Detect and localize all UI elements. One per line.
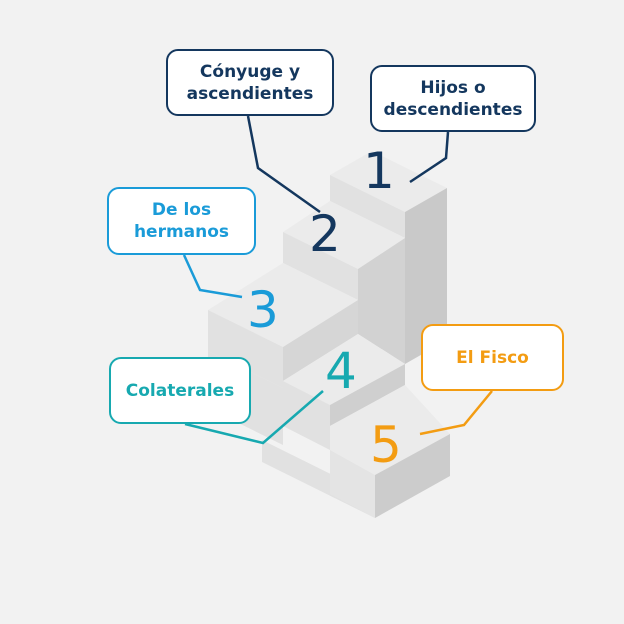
step-number-1: 1 bbox=[363, 142, 395, 200]
step-number-4: 4 bbox=[325, 342, 357, 400]
step-number-5: 5 bbox=[370, 416, 402, 474]
leader-line-3 bbox=[182, 254, 243, 299]
leader-line-5 bbox=[419, 390, 493, 436]
leader-line-2 bbox=[246, 115, 321, 214]
stair-side-wall bbox=[405, 188, 447, 364]
step-4-top bbox=[283, 334, 405, 405]
step-4-side bbox=[330, 364, 405, 426]
step-5-front-face bbox=[330, 450, 375, 518]
leader-line-4 bbox=[184, 390, 324, 445]
step-3-side bbox=[283, 300, 358, 381]
step-2-top bbox=[283, 201, 405, 269]
step-number-3: 3 bbox=[247, 281, 279, 339]
callout-hijos-o-descendientes: Hijos o descendientes bbox=[370, 65, 536, 132]
step-2-front bbox=[283, 232, 358, 300]
callout-conyuge-y-ascendientes: Cónyuge y ascendientes bbox=[166, 49, 334, 116]
step-2-side bbox=[358, 238, 405, 364]
callout-el-fisco: El Fisco bbox=[421, 324, 564, 391]
step-4-front bbox=[283, 381, 330, 450]
step-1-front bbox=[330, 175, 405, 238]
callout-colaterales: Colaterales bbox=[109, 357, 251, 424]
leader-line-1 bbox=[409, 131, 450, 184]
step-3-top bbox=[208, 263, 358, 347]
callout-de-los-hermanos: De los hermanos bbox=[107, 187, 256, 255]
step-1-top bbox=[330, 151, 447, 212]
step-3-front bbox=[208, 310, 283, 388]
step-number-2: 2 bbox=[309, 205, 341, 263]
step-5-side bbox=[375, 434, 450, 518]
step-5-top bbox=[330, 385, 450, 475]
